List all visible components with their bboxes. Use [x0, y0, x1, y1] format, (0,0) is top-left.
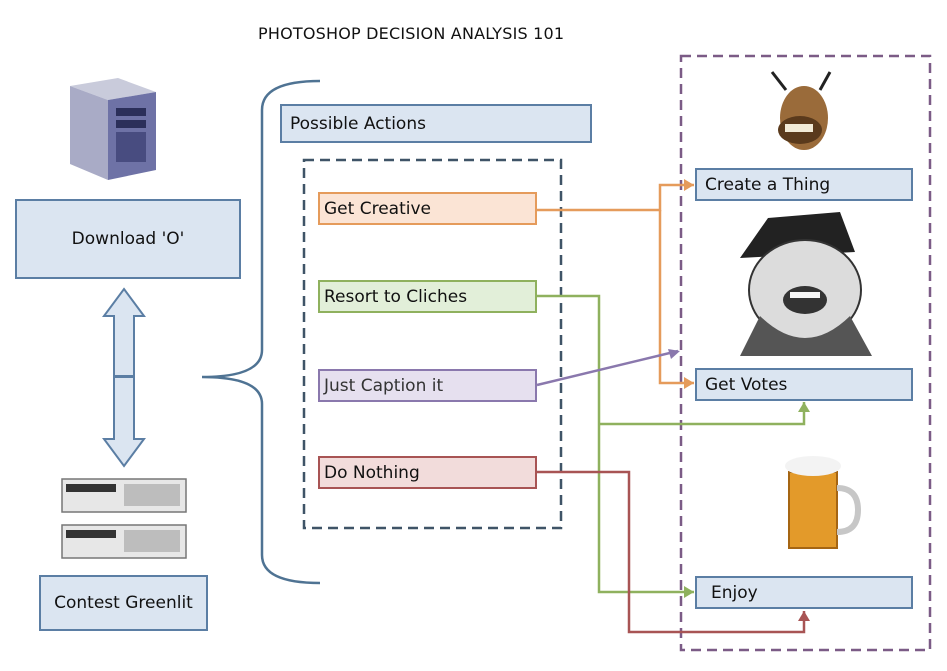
action-label: Just Caption it — [324, 375, 444, 396]
contest-box: Contest Greenlit — [39, 575, 208, 631]
download-label: Download 'O' — [71, 229, 185, 249]
contest-label: Contest Greenlit — [54, 592, 193, 613]
possible-actions-label: Possible Actions — [290, 113, 426, 134]
cliches-to-votes-connector — [599, 402, 806, 426]
possible-actions-header: Possible Actions — [280, 104, 592, 143]
outcomes-dashed-container — [679, 54, 932, 652]
laughing-man-image — [740, 212, 872, 356]
cliches-to-enjoy-connector — [537, 294, 694, 594]
beer-mug-icon — [785, 456, 862, 549]
outcome-label: Create a Thing — [705, 174, 831, 195]
action-just-caption-it: Just Caption it — [318, 369, 537, 402]
caption-to-votes-connector — [536, 349, 679, 387]
page-title: PHOTOSHOP DECISION ANALYSIS 101 — [258, 24, 565, 43]
outcome-enjoy: Enjoy — [695, 576, 913, 609]
camel-face-image — [770, 71, 832, 150]
nothing-to-enjoy-connector — [537, 470, 806, 634]
desktop-computer-icon — [61, 478, 187, 559]
outcome-create-a-thing: Create a Thing — [695, 168, 913, 201]
action-label: Resort to Cliches — [324, 286, 468, 307]
actions-dashed-container — [302, 158, 563, 530]
download-box: Download 'O' — [15, 199, 241, 279]
action-resort-to-cliches: Resort to Cliches — [318, 280, 537, 313]
double-arrow-icon — [102, 287, 146, 468]
creative-to-votes-connector — [658, 210, 694, 385]
outcome-label: Enjoy — [711, 582, 758, 603]
action-get-creative: Get Creative — [318, 192, 537, 225]
action-label: Get Creative — [324, 198, 431, 219]
server-tower-icon — [70, 78, 156, 180]
action-do-nothing: Do Nothing — [318, 456, 537, 489]
outcome-get-votes: Get Votes — [695, 368, 913, 401]
action-label: Do Nothing — [324, 462, 420, 483]
curly-brace — [201, 79, 321, 585]
outcome-label: Get Votes — [705, 374, 788, 395]
creative-to-create-connector — [537, 183, 694, 212]
